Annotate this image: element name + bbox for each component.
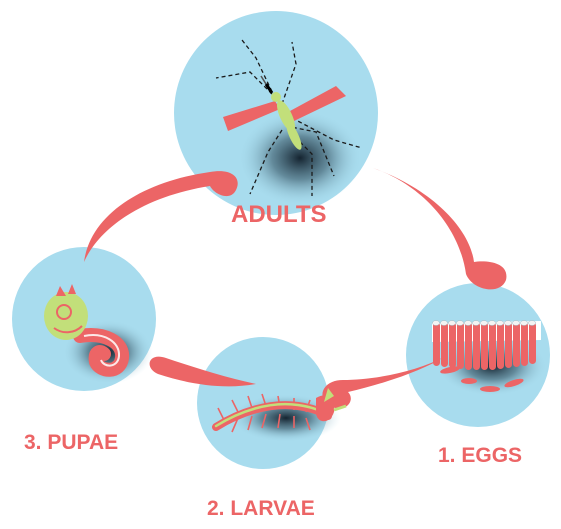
larvae-label: 2. LARVAE: [207, 497, 315, 521]
adults-shadow: [238, 110, 362, 206]
eggs-label: 1. EGGS: [438, 444, 522, 468]
arrow-pupae-to-adults: [84, 171, 238, 262]
pupae-label: 3. PUPAE: [24, 431, 118, 455]
adults-label: ADULTS: [231, 201, 327, 229]
arrow-adults-to-eggs: [373, 168, 506, 289]
